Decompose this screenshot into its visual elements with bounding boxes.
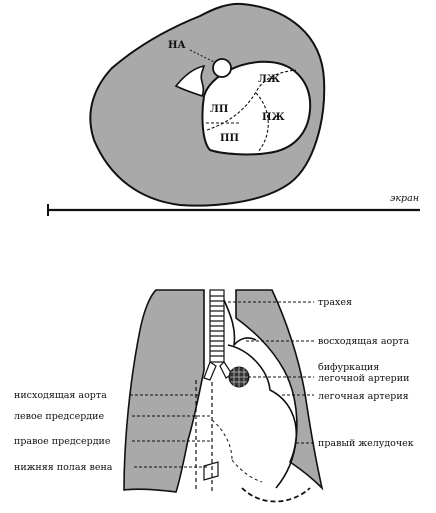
spine-shape [174,64,206,98]
label-left-atrium: левое предсердие [14,411,104,422]
label-na: НА [168,40,186,51]
heart-apex-dashed [241,487,311,503]
top-cross-section-diagram: НА ЛЖ ЛП ПЖ ПП экран [47,2,420,216]
label-ivc: нижняя полая вена [14,462,113,473]
lzh-pzh-divider [255,92,269,153]
trachea-rings [210,295,224,357]
heart-inner-dashed [211,419,263,483]
label-right-ventricle: правый желудочек [318,438,414,449]
bifurcation-pattern [230,367,248,387]
left-leader-lines [130,394,212,468]
descending-aorta-circle [212,58,232,78]
label-lzh: ЛЖ [258,74,281,85]
label-lp: ЛП [210,104,228,115]
ivc-shape [203,461,219,481]
ascending-aorta [223,299,257,348]
label-pzh: ПЖ [262,112,285,123]
label-screen: экран [390,193,419,204]
left-lung [123,289,205,493]
label-pp: ПП [220,133,239,144]
label-ascending-aorta: восходящая аорта [318,336,410,347]
label-trachea: трахея [318,297,352,308]
label-pulmonary-artery: легочная артерия [318,391,409,402]
right-leader-lines [228,301,314,444]
heart-area [201,60,312,156]
descending-aorta-outline [195,380,213,492]
label-descending-aorta: нисходящая аорта [14,390,107,401]
left-bronchus [203,361,217,381]
label-bifurcation-line2: легочной артерии [318,373,409,384]
label-right-atrium: правое предсердие [14,436,111,447]
right-lung [235,289,324,491]
na-leader-line [189,49,215,63]
label-bifurcation-line1: бифуркация [318,362,379,373]
bottom-frontal-diagram: трахея восходящая аорта бифуркация легоч… [14,289,414,503]
heart-outline [227,344,298,489]
